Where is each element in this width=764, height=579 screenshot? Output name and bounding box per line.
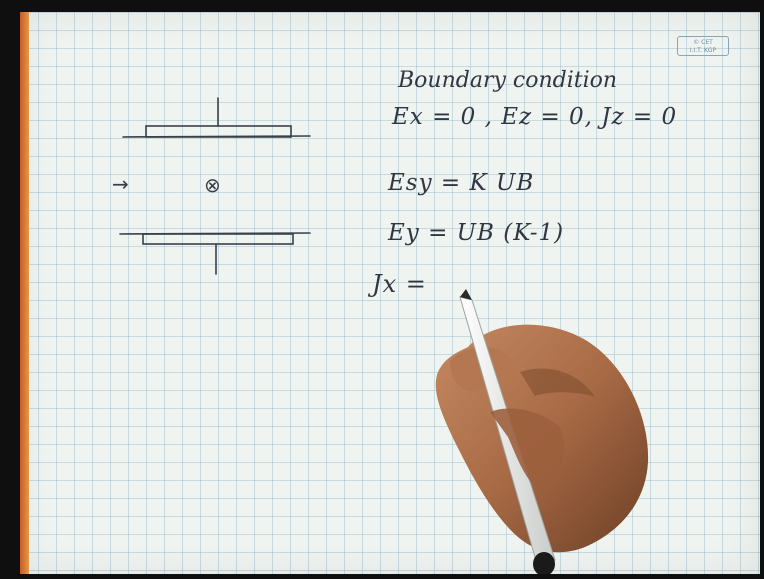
finger-over-pen <box>490 408 564 490</box>
flow-arrow-icon: → <box>112 172 129 196</box>
equation-esy: Esy = K UB <box>388 170 535 196</box>
knuckle-shadow <box>520 368 595 397</box>
stamp-line-1: © CET <box>693 39 713 46</box>
cet-stamp: © CET I.I.T. KGP <box>677 36 729 56</box>
stamp-line-2: I.I.T. KGP <box>689 47 717 54</box>
notebook-page: © CET I.I.T. KGP Boundary condition Ex =… <box>20 12 760 574</box>
heading-boundary-condition: Boundary condition <box>398 68 618 93</box>
boundary-equations: Ex = 0 , Ez = 0, Jz = 0 <box>392 104 678 130</box>
hand-with-pen <box>435 289 649 574</box>
equation-jx: Jx = <box>372 270 427 298</box>
pen-cap-end-icon <box>533 552 555 574</box>
page-margin-strip <box>20 12 29 574</box>
pen-tip-icon <box>460 289 472 300</box>
magnetic-field-into-page-icon: ⊗ <box>204 173 221 197</box>
plate-diagram: → ⊗ <box>112 97 311 275</box>
equation-ey: Ey = UB (K-1) <box>388 220 565 246</box>
bottom-plate <box>142 233 294 245</box>
